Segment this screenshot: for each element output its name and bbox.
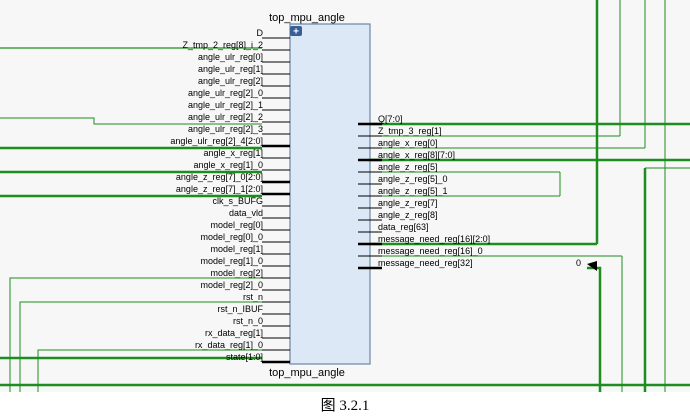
module-block[interactable] xyxy=(289,23,371,365)
output-pin-label: angle_x_reg[0] xyxy=(378,138,438,148)
input-pin-label: rst_n_IBUF xyxy=(217,304,263,314)
input-pin-label: angle_ulr_reg[1] xyxy=(198,64,263,74)
input-pin-label: clk_s_BUFG xyxy=(212,196,263,206)
input-pin-label: rst_n xyxy=(243,292,263,302)
output-pin-label: Z_tmp_3_reg[1] xyxy=(378,126,442,136)
output-pin-label: Q[7:0] xyxy=(378,114,403,124)
input-pin-label: rst_n_0 xyxy=(233,316,263,326)
input-pins: D Z_tmp_2_reg[8]_i_2 angle_ulr_reg[0]angle… xyxy=(170,28,290,364)
output-pin-label: angle_z_reg[5]_0 xyxy=(378,174,448,184)
net-wires[interactable] xyxy=(0,0,690,392)
input-pin-label: angle_ulr_reg[2]_2 xyxy=(188,112,263,122)
input-pin-label: rx_data_reg[1]_0 xyxy=(195,340,263,350)
output-pin-label: message_need_reg[16]_0 xyxy=(378,246,483,256)
input-pin-label: model_reg[2] xyxy=(210,268,263,278)
input-pin-label: model_reg[0]_0 xyxy=(200,232,263,242)
input-pin-label: model_reg[1]_0 xyxy=(200,256,263,266)
output-pins: Q[7:0] Z_tmp_3_reg[1] angle_x_reg[0] angle_… xyxy=(358,114,490,270)
input-pin-label: data_vld xyxy=(229,208,263,218)
input-pin-label: state[1:0] xyxy=(226,352,263,362)
output-pin-label: data_reg[63] xyxy=(378,222,429,232)
block-title-bottom: top_mpu_angle xyxy=(269,367,345,379)
figure-caption: 图 3.2.1 xyxy=(320,398,370,414)
plus-icon: + xyxy=(293,27,299,38)
input-pin-label: angle_x_reg[1] xyxy=(203,148,263,158)
input-pin-label: angle_ulr_reg[0] xyxy=(198,52,263,62)
output-pin-label: angle_x_reg[8][7:0] xyxy=(378,150,455,160)
block-title-top: top_mpu_angle xyxy=(269,12,345,24)
input-pin-label: angle_z_reg[7]_0[2:0] xyxy=(176,172,263,182)
output-pin-label: angle_z_reg[7] xyxy=(378,198,438,208)
output-pin-label: angle_z_reg[5] xyxy=(378,162,438,172)
input-pin-label: model_reg[2]_0 xyxy=(200,280,263,290)
expand-button[interactable]: + xyxy=(290,26,302,38)
input-pin-label: Z_tmp_2_reg[8]_i_2 xyxy=(182,40,263,50)
output-pin-label: message_need_reg[16][2:0] xyxy=(378,234,490,244)
input-pin-label: D xyxy=(257,28,264,38)
output-pin-label: angle_z_reg[8] xyxy=(378,210,438,220)
side-marker-label: 0 xyxy=(576,258,581,268)
input-pin-label: rx_data_reg[1] xyxy=(205,328,263,338)
input-pin-label: angle_z_reg[7]_1[2:0] xyxy=(176,184,263,194)
input-pin-label: model_reg[1] xyxy=(210,244,263,254)
output-pin-label: message_need_reg[32] xyxy=(378,258,473,268)
schematic-canvas[interactable]: top_mpu_angle top_mpu_angle + D Z_tmp_2_r… xyxy=(0,0,690,392)
input-pin-label: angle_ulr_reg[2]_0 xyxy=(188,88,263,98)
port-arrow-icon xyxy=(587,261,597,271)
input-pin-label: angle_ulr_reg[2]_3 xyxy=(188,124,263,134)
input-pin-label: angle_ulr_reg[2]_4[2:0] xyxy=(170,136,263,146)
input-pin-label: model_reg[0] xyxy=(210,220,263,230)
input-pin-label: angle_ulr_reg[2] xyxy=(198,76,263,86)
input-pin-label: angle_ulr_reg[2]_1 xyxy=(188,100,263,110)
output-pin-label: angle_z_reg[5]_1 xyxy=(378,186,448,196)
input-pin-label: angle_x_reg[1]_0 xyxy=(193,160,263,170)
